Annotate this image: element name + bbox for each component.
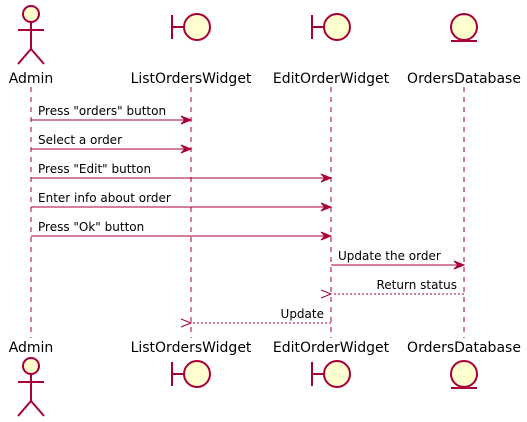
boundary-icon [171,360,211,388]
boundary-icon [311,360,351,388]
actor-icon [17,357,45,417]
message-7: Return status [320,278,464,299]
filled-arrowhead-icon [320,202,333,212]
message-label: Select a order [38,133,122,147]
message-6: Update the order [331,249,466,270]
filled-arrowhead-icon [320,231,333,241]
lifelines [30,87,465,338]
message-3: Press "Edit" button [31,162,333,183]
message-label: Press "orders" button [38,104,166,118]
message-4: Enter info about order [31,191,333,212]
filled-arrowhead-icon [180,115,193,125]
participant-label: Admin [9,71,54,87]
participant-list-orders-widget-bottom: ListOrdersWidget [131,340,252,388]
participant-label: ListOrdersWidget [131,340,252,356]
message-label: Update the order [338,249,441,263]
participant-admin-bottom: Admin [9,340,54,417]
participant-list-orders-widget-top: ListOrdersWidget [131,13,252,87]
message-label: Update [281,307,324,321]
participant-admin-top: Admin [9,5,54,87]
boundary-icon [311,13,351,41]
entity-icon [450,360,478,389]
message-8: Update [180,307,331,328]
participant-label: Admin [9,340,54,356]
filled-arrowhead-icon [180,144,193,154]
message-1: Press "orders" button [31,104,193,125]
participant-orders-database-top: OrdersDatabase [407,13,521,87]
participant-label: ListOrdersWidget [131,71,252,87]
message-label: Press "Ok" button [38,220,144,234]
entity-icon [450,13,478,42]
open-arrowhead-icon [320,289,333,299]
filled-arrowhead-icon [320,173,333,183]
message-5: Press "Ok" button [31,220,333,241]
participant-label: OrdersDatabase [407,340,521,356]
participant-edit-order-widget-bottom: EditOrderWidget [273,340,390,388]
message-label: Press "Edit" button [38,162,151,176]
message-label: Enter info about order [38,191,171,205]
message-label: Return status [376,278,457,292]
message-2: Select a order [31,133,193,154]
participant-label: EditOrderWidget [273,340,390,356]
participant-edit-order-widget-top: EditOrderWidget [273,13,390,87]
boundary-icon [171,13,211,41]
actor-icon [17,5,45,65]
participant-heads: AdminAdminListOrdersWidgetListOrdersWidg… [9,5,521,417]
open-arrowhead-icon [180,318,193,328]
filled-arrowhead-icon [453,260,466,270]
participant-orders-database-bottom: OrdersDatabase [407,340,521,389]
participant-label: OrdersDatabase [407,71,521,87]
participant-label: EditOrderWidget [273,71,390,87]
